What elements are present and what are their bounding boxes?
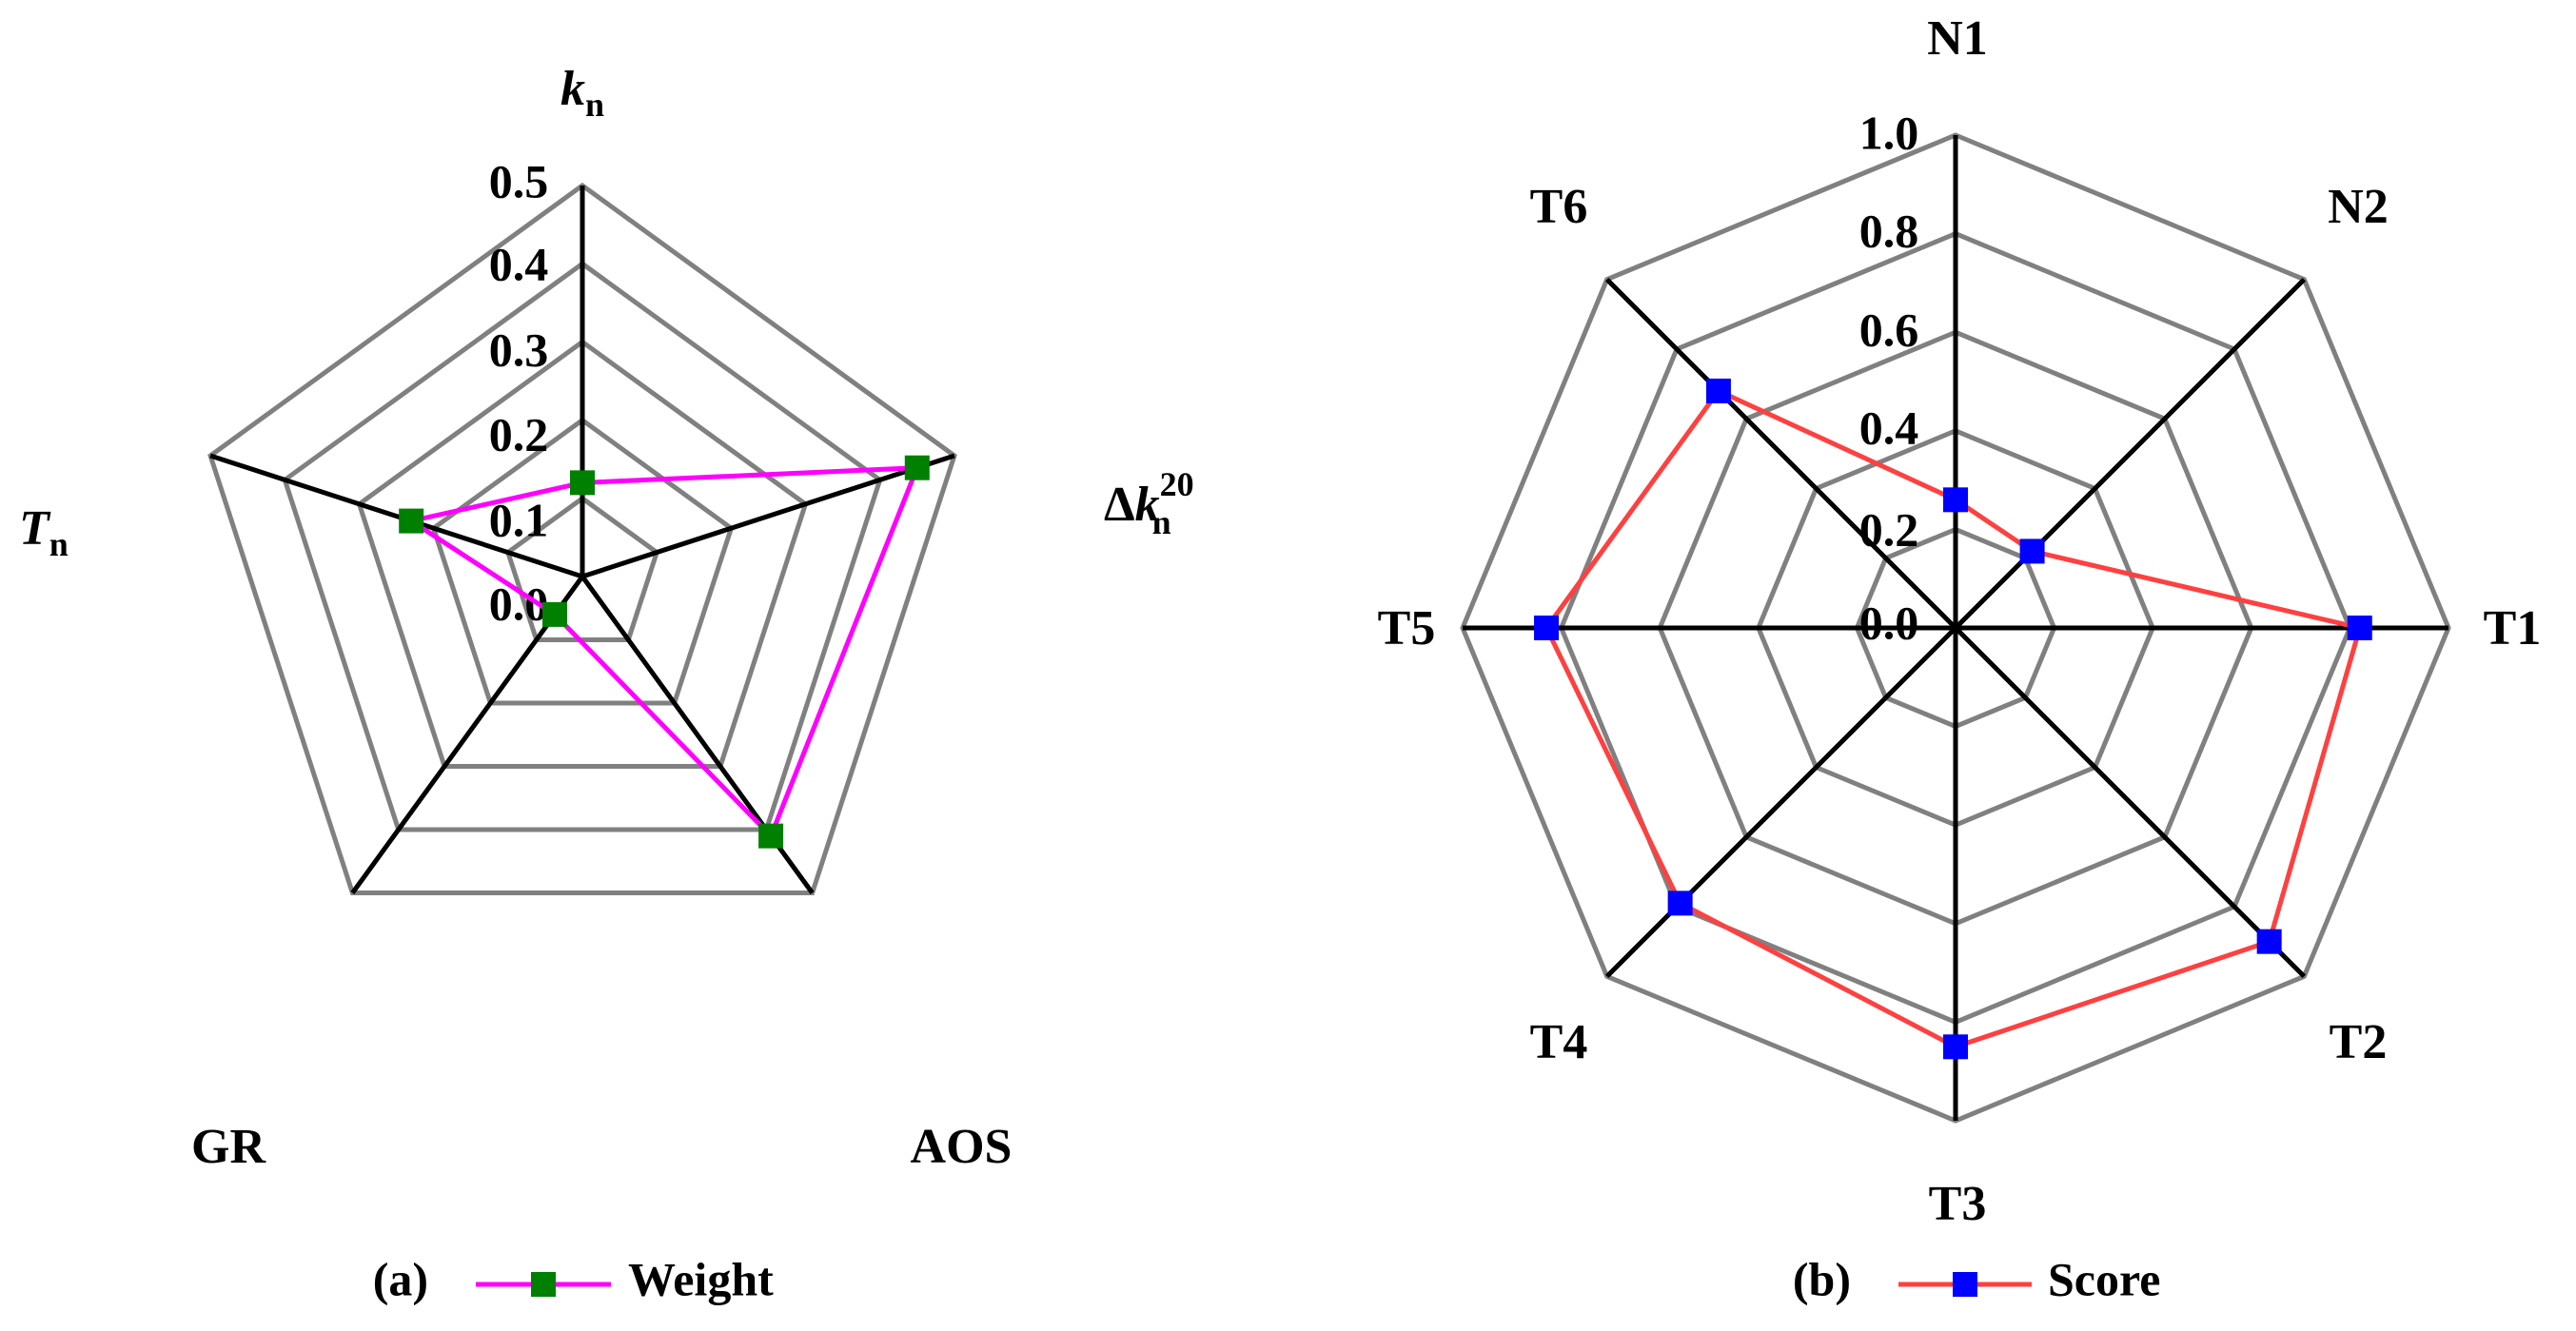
- panel-a-series-line: [404, 465, 921, 841]
- panel-a-legend-marker: [531, 1272, 556, 1297]
- panel-b-spoke: [1604, 626, 1957, 979]
- panel-b-tick-label: 0.0: [1859, 596, 1919, 649]
- panel-b-tick-label: 0.6: [1859, 303, 1919, 356]
- panel-a-data-point: [542, 601, 568, 627]
- panel-b-spoke: [1954, 626, 2307, 979]
- panel-a-spoke: [209, 453, 583, 579]
- panel-b-caption: (b): [1793, 1252, 1851, 1305]
- panel-b-axis-label: T5: [1378, 601, 1436, 656]
- panel-b-axis-label: T4: [1530, 1015, 1588, 1069]
- panel-b-tick-label: 1.0: [1859, 106, 1919, 159]
- panel-a-grid-ring: [282, 261, 883, 832]
- panel-a-axis-label: Tn: [19, 501, 69, 563]
- panel-a-tick-label: 0.2: [489, 407, 549, 460]
- panel-b-data-point: [1667, 891, 1693, 916]
- panel-a-spoke: [581, 453, 955, 579]
- panel-b-data-point: [2347, 616, 2372, 640]
- panel-b-data-point: [2019, 538, 2045, 564]
- panel-b-axis-label: N1: [1927, 11, 1988, 66]
- panel-a-data-point: [904, 455, 930, 480]
- panel-a-tick-label: 0.3: [489, 323, 549, 376]
- panel-a-data-point: [399, 508, 424, 534]
- panel-b-data-point: [1943, 487, 1968, 513]
- panel-b-axis-label: T1: [2484, 601, 2542, 656]
- panel-a-caption: (a): [373, 1252, 428, 1305]
- panel-a-tick-label: 0.5: [489, 154, 549, 207]
- panel-b-axis-label: T6: [1530, 180, 1588, 234]
- panel-a-data-point: [758, 823, 784, 849]
- panel-a-axis-label: GR: [191, 1120, 266, 1174]
- panel-b-data-point: [1534, 616, 1560, 640]
- panel-b-spoke: [1604, 277, 1957, 630]
- panel-b-spoke: [1954, 277, 2307, 630]
- panel-a-spoke: [350, 575, 585, 894]
- panel-a-legend-label: Weight: [628, 1252, 774, 1305]
- panel-a-grid-ring: [356, 339, 809, 769]
- panel-b-axis-label: T2: [2330, 1015, 2388, 1069]
- panel-b-tick-label: 0.4: [1859, 401, 1919, 454]
- panel-b-data-point: [1943, 1034, 1968, 1060]
- panel-b-legend-label: Score: [2048, 1252, 2160, 1305]
- panel-b-tick-label: 0.8: [1859, 204, 1919, 257]
- panel-a-axis-label: kn: [560, 62, 604, 124]
- panel-a-tick-label: 0.4: [489, 237, 549, 290]
- panel-a-grid-ring: [207, 182, 957, 895]
- panel-b-legend-marker: [1953, 1272, 1977, 1297]
- panel-a-axis-label: AOS: [911, 1120, 1013, 1174]
- panel-b-data-point: [2256, 929, 2282, 954]
- panel-b-axis-label: N2: [2328, 180, 2389, 234]
- panel-b-data-point: [1705, 378, 1731, 403]
- panel-a-data-point: [570, 470, 595, 496]
- panel-b-axis-label: T3: [1929, 1177, 1987, 1231]
- panel-b-tick-label: 0.2: [1859, 502, 1919, 556]
